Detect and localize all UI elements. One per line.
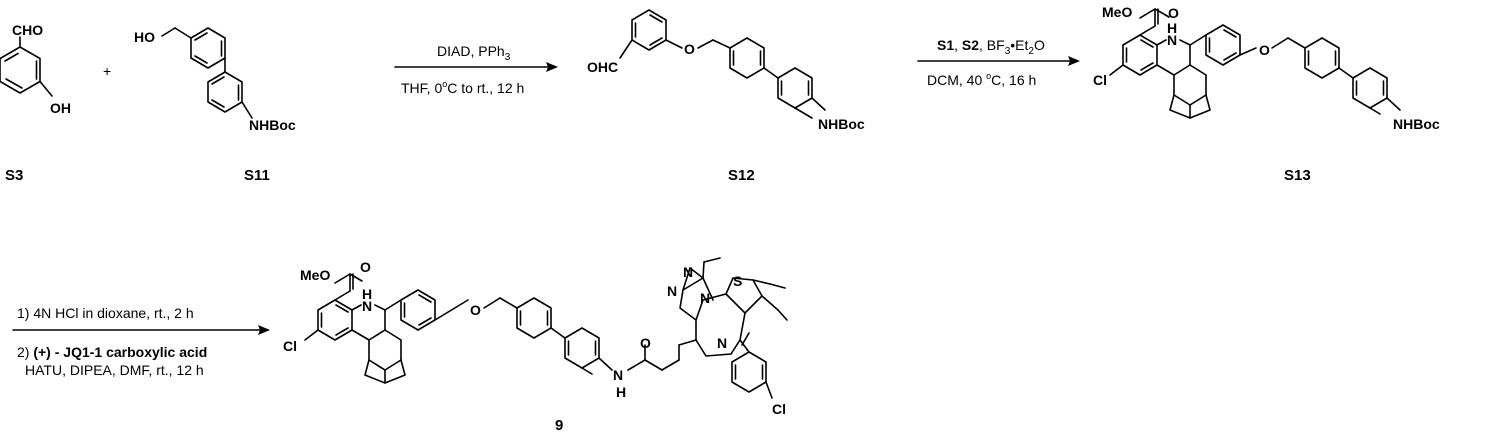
s13-compound-label: S13 (1284, 167, 1311, 184)
s11-structure (161, 27, 253, 119)
p9-meo-label: MeO (300, 267, 330, 283)
s12-nhboc-label: NHBoc (818, 116, 865, 132)
reaction-arrow-3 (12, 325, 270, 335)
p9-triazole-n2-label: N (667, 283, 677, 299)
p9-structure (304, 257, 788, 399)
p9-amide-n-label: N (613, 367, 623, 383)
p9-amide-o-label: O (640, 335, 651, 351)
s13-meo-label: MeO (1102, 4, 1132, 20)
p9-amide-h-label: H (616, 384, 626, 400)
p9-thiophene-s-label: S (733, 273, 742, 289)
p9-ether-o-label: O (470, 302, 481, 318)
s3-cho-label: CHO (12, 22, 43, 38)
s11-compound-label: S11 (244, 167, 270, 184)
plus-sign: + (103, 63, 111, 79)
compound-9: MeO O N H Cl O N H O N N N N S Cl 9 (283, 257, 788, 434)
s3-compound-label: S3 (5, 167, 23, 184)
step1-reagents: DIAD, PPh3 (437, 43, 511, 63)
s12-ohc-label: OHC (587, 59, 618, 75)
step2-reagents: S1, S2, BF3•Et2O (937, 37, 1045, 57)
p9-nh-n-label: N (362, 298, 372, 314)
s13-nh-h-label: H (1167, 20, 1177, 36)
compound-s11: HO NHBoc S11 (134, 27, 296, 184)
p9-diazepine-n-label: N (717, 335, 727, 351)
compound-s13: MeO O N H Cl O NHBoc S13 (1093, 4, 1440, 184)
s11-nhboc-label: NHBoc (249, 117, 296, 133)
compound-s12: OHC O NHBoc S12 (587, 9, 865, 184)
p9-carbonyl-o-label: O (360, 259, 371, 275)
s3-structure (0, 36, 53, 97)
reaction-arrow-1 (394, 62, 558, 72)
s12-structure (619, 9, 826, 119)
p9-triazole-n3-label: N (700, 290, 710, 306)
s12-ether-o-label: O (684, 41, 695, 57)
compound-s3: CHO OH S3 (0, 22, 71, 184)
s13-cl-label: Cl (1093, 72, 1107, 88)
s3-oh-label: OH (50, 100, 71, 116)
step3-line2: 2) (+) - JQ1-1 carboxylic acid (17, 344, 207, 360)
p9-aryl-cl-label: Cl (772, 401, 786, 417)
p9-triazole-n1-label: N (683, 264, 693, 280)
s12-compound-label: S12 (728, 167, 755, 184)
s13-nhboc-label: NHBoc (1393, 116, 1440, 132)
p9-nh-h-label: H (362, 286, 372, 302)
step3-line1: 1) 4N HCl in dioxane, rt., 2 h (17, 305, 194, 321)
s13-carbonyl-o-label: O (1168, 5, 1179, 21)
s11-ho-label: HO (134, 29, 155, 45)
step3-line3: HATU, DIPEA, DMF, rt., 12 h (25, 362, 204, 378)
p9-compound-label: 9 (555, 417, 563, 434)
step1-conditions: THF, 0oC to rt., 12 h (401, 79, 524, 96)
reaction-arrow-2 (917, 56, 1080, 66)
p9-cl-label: Cl (283, 338, 297, 354)
step2-conditions: DCM, 40 oC, 16 h (927, 71, 1036, 88)
s13-structure (1109, 8, 1401, 119)
s13-nh-n-label: N (1167, 32, 1177, 48)
s13-ether-o-label: O (1259, 42, 1270, 58)
